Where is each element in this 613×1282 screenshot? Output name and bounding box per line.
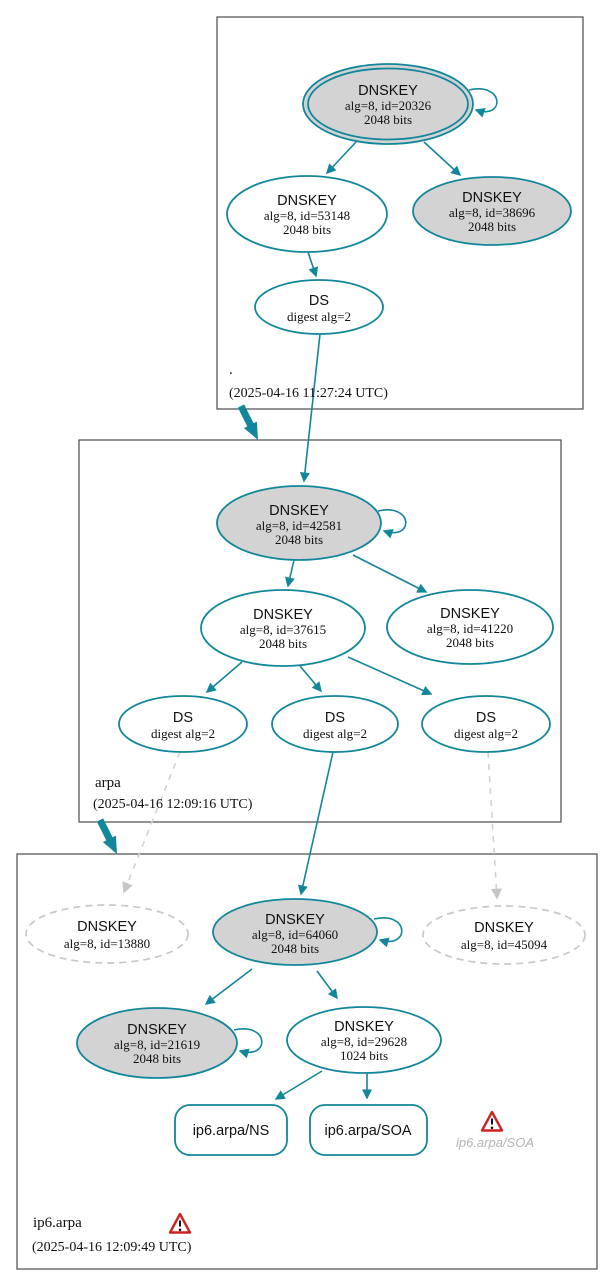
zone-label-root: . — [229, 362, 233, 378]
dnskey-29628-bits: 1024 bits — [340, 1048, 388, 1063]
delegation-arrow-root-to-arpa — [237, 404, 258, 440]
ds-arpa-mid-node[interactable] — [271, 695, 399, 753]
rrset-ns-label: ip6.arpa/NS — [193, 1123, 270, 1139]
dnskey-38696-title: DNSKEY — [462, 190, 522, 206]
ds-root-node[interactable] — [254, 279, 384, 335]
dnskey-38696-detail: alg=8, id=38696 — [449, 205, 536, 220]
dnskey-37615-detail: alg=8, id=37615 — [240, 622, 326, 637]
ds-arpa-right-node[interactable] — [421, 695, 551, 753]
edge-zsk37615-to-ds-mid — [299, 665, 322, 693]
dnskey-20326-detail: alg=8, id=20326 — [345, 98, 432, 113]
ds-arpa-right-title: DS — [476, 710, 496, 726]
edge-ksk42581-to-zsk37615 — [285, 559, 295, 588]
dnskey-38696-bits: 2048 bits — [468, 219, 516, 234]
dnskey-21619-bits: 2048 bits — [133, 1051, 181, 1066]
dnskey-64060-title: DNSKEY — [265, 912, 325, 928]
dnskey-53148-detail: alg=8, id=53148 — [264, 208, 350, 223]
dnskey-13880-title: DNSKEY — [77, 919, 137, 935]
zone-label-ip6arpa: ip6.arpa — [33, 1215, 82, 1231]
ds-arpa-left-detail: digest alg=2 — [151, 726, 215, 741]
dnskey-29628-node[interactable] — [286, 1006, 442, 1074]
dnskey-20326-node-inner — [307, 67, 469, 141]
dnskey-29628-detail: alg=8, id=29628 — [321, 1034, 407, 1049]
edge-ksk42581-to-key41220 — [352, 554, 428, 593]
edge-ksk20326-to-key38696 — [423, 141, 462, 177]
selfloop-key21619 — [233, 1028, 263, 1059]
edge-zsk37615-to-ds-right — [347, 656, 433, 696]
dnskey-42581-title: DNSKEY — [269, 503, 329, 519]
edge-zsk29628-to-rrset-ns — [274, 1070, 323, 1100]
edge-ds-mid-to-ksk64060 — [297, 751, 334, 896]
edge-zsk53148-to-ds — [307, 251, 319, 278]
dnskey-45094-detail: alg=8, id=45094 — [461, 937, 548, 952]
dnskey-21619-title: DNSKEY — [127, 1022, 187, 1038]
ds-arpa-left-title: DS — [173, 710, 193, 726]
dnskey-64060-node[interactable] — [212, 898, 378, 966]
dnskey-37615-title: DNSKEY — [253, 607, 313, 623]
edge-zsk37615-to-ds-left — [205, 661, 243, 693]
dnskey-42581-node[interactable] — [216, 485, 382, 561]
dnskey-53148-node[interactable] — [226, 175, 388, 253]
edge-ds-right-to-key45094-dashed — [487, 751, 502, 900]
rrset-ns-node[interactable] — [174, 1104, 288, 1156]
dnskey-38696-node[interactable] — [412, 176, 572, 246]
dnskey-37615-bits: 2048 bits — [259, 636, 307, 651]
dnskey-41220-bits: 2048 bits — [446, 635, 494, 650]
dnskey-53148-title: DNSKEY — [277, 193, 337, 209]
ds-arpa-right-detail: digest alg=2 — [454, 726, 518, 741]
dnskey-41220-title: DNSKEY — [440, 606, 500, 622]
selfloop-ksk20326 — [468, 88, 498, 118]
dnskey-64060-bits: 2048 bits — [271, 941, 319, 956]
edge-ds-root-to-ksk42581 — [299, 333, 321, 483]
warning-caption-soa: ip6.arpa/SOA — [456, 1135, 534, 1150]
zone-label-arpa: arpa — [95, 775, 121, 791]
dnskey-53148-bits: 2048 bits — [283, 222, 331, 237]
dnskey-21619-node[interactable] — [76, 1007, 238, 1079]
ds-arpa-mid-detail: digest alg=2 — [303, 726, 367, 741]
selfloop-ksk42581 — [377, 509, 407, 539]
dnskey-20326-node-outer[interactable] — [302, 63, 474, 145]
dnskey-41220-node[interactable] — [386, 589, 554, 665]
dnskey-37615-node[interactable] — [200, 589, 366, 667]
ds-arpa-left-node[interactable] — [118, 695, 248, 753]
edge-ksk64060-to-key21619 — [204, 968, 253, 1005]
ds-arpa-mid-title: DS — [325, 710, 345, 726]
rrset-soa-label: ip6.arpa/SOA — [324, 1123, 411, 1139]
ds-root-detail: digest alg=2 — [287, 309, 351, 324]
edge-ksk20326-to-zsk53148 — [325, 141, 357, 175]
dnskey-41220-detail: alg=8, id=41220 — [427, 621, 513, 636]
ds-root-title: DS — [309, 293, 329, 309]
dnskey-21619-detail: alg=8, id=21619 — [114, 1037, 200, 1052]
edge-ds-left-to-key13880-dashed — [122, 751, 181, 894]
edge-ksk64060-to-zsk29628 — [316, 970, 338, 1000]
dnskey-64060-detail: alg=8, id=64060 — [252, 927, 338, 942]
dnskey-20326-title: DNSKEY — [358, 83, 418, 99]
delegation-arrow-arpa-to-ip6arpa — [96, 818, 117, 854]
warning-icon-soa[interactable] — [480, 1110, 504, 1132]
zone-timestamp-arpa: (2025-04-16 12:09:16 UTC) — [93, 797, 253, 812]
dnskey-13880-detail: alg=8, id=13880 — [64, 936, 150, 951]
dnskey-45094-node-missing[interactable] — [422, 905, 586, 965]
dnskey-42581-detail: alg=8, id=42581 — [256, 518, 342, 533]
zone-timestamp-ip6arpa: (2025-04-16 12:09:49 UTC) — [32, 1240, 192, 1255]
dnskey-45094-title: DNSKEY — [474, 920, 534, 936]
warning-icon-zone[interactable] — [168, 1212, 192, 1234]
dnskey-20326-bits: 2048 bits — [364, 112, 412, 127]
dnskey-29628-title: DNSKEY — [334, 1019, 394, 1035]
dnskey-13880-node-missing[interactable] — [25, 904, 189, 964]
dnskey-42581-bits: 2048 bits — [275, 532, 323, 547]
selfloop-ksk64060 — [373, 917, 403, 948]
zone-timestamp-root: (2025-04-16 11:27:24 UTC) — [229, 386, 388, 401]
rrset-soa-node[interactable] — [309, 1104, 428, 1156]
